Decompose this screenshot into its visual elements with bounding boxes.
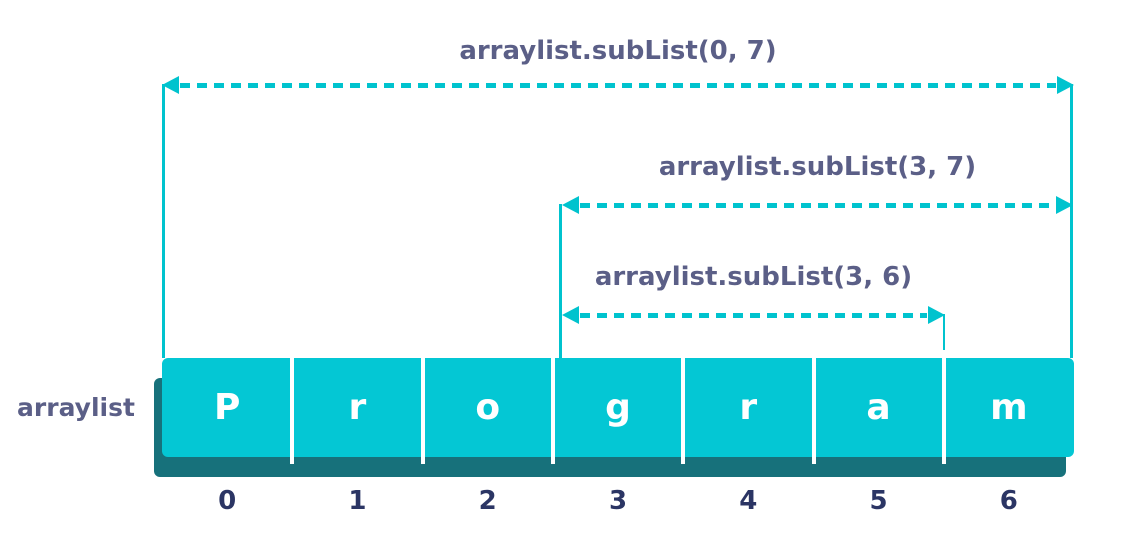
cell-separator bbox=[551, 350, 555, 464]
array-cell: r bbox=[348, 387, 367, 428]
arrowhead-right-icon bbox=[928, 306, 945, 324]
index-label: 0 bbox=[218, 486, 237, 516]
array-cell: g bbox=[605, 387, 631, 428]
arrowhead-left-icon bbox=[562, 306, 579, 324]
index-label: 4 bbox=[739, 486, 758, 516]
sublist-3-7-arrow bbox=[562, 196, 1073, 214]
connector-index-0 bbox=[162, 84, 165, 358]
cell-separator bbox=[942, 350, 946, 464]
arraylist-name-label: arraylist bbox=[17, 393, 135, 422]
sublist-0-7-label: arraylist.subList(0, 7) bbox=[459, 36, 777, 66]
index-label: 1 bbox=[348, 486, 367, 516]
sublist-3-6-arrow bbox=[562, 306, 945, 324]
array-cell: a bbox=[866, 387, 891, 428]
index-row: 0 1 2 3 4 5 6 bbox=[162, 486, 1074, 516]
index-label: 2 bbox=[478, 486, 497, 516]
array-cell: o bbox=[475, 387, 501, 428]
arraylist-array: P r o g r a m bbox=[162, 350, 1074, 464]
index-label: 5 bbox=[869, 486, 888, 516]
cell-separator bbox=[290, 350, 294, 464]
arrowhead-right-icon bbox=[1056, 196, 1073, 214]
arrowhead-left-icon bbox=[162, 76, 179, 94]
dashed-line bbox=[180, 83, 1056, 88]
sublist-3-7-label: arraylist.subList(3, 7) bbox=[658, 152, 977, 182]
array-cell: m bbox=[990, 387, 1028, 428]
cell-separator bbox=[812, 350, 816, 464]
cell-separator bbox=[681, 350, 685, 464]
dashed-line bbox=[580, 313, 927, 318]
arrowhead-left-icon bbox=[562, 196, 579, 214]
dashed-line bbox=[580, 203, 1055, 208]
arrowhead-right-icon bbox=[1057, 76, 1074, 94]
array-cell: r bbox=[739, 387, 758, 428]
array-cell: P bbox=[213, 387, 241, 428]
connector-index-6 bbox=[943, 314, 945, 358]
sublist-3-6-label: arraylist.subList(3, 6) bbox=[594, 262, 913, 292]
cell-separator bbox=[421, 350, 425, 464]
sublist-0-7-arrow bbox=[162, 76, 1074, 94]
connector-index-7 bbox=[1070, 84, 1073, 358]
index-label: 3 bbox=[608, 486, 628, 516]
connector-index-3 bbox=[559, 204, 562, 358]
index-label: 6 bbox=[999, 486, 1018, 516]
